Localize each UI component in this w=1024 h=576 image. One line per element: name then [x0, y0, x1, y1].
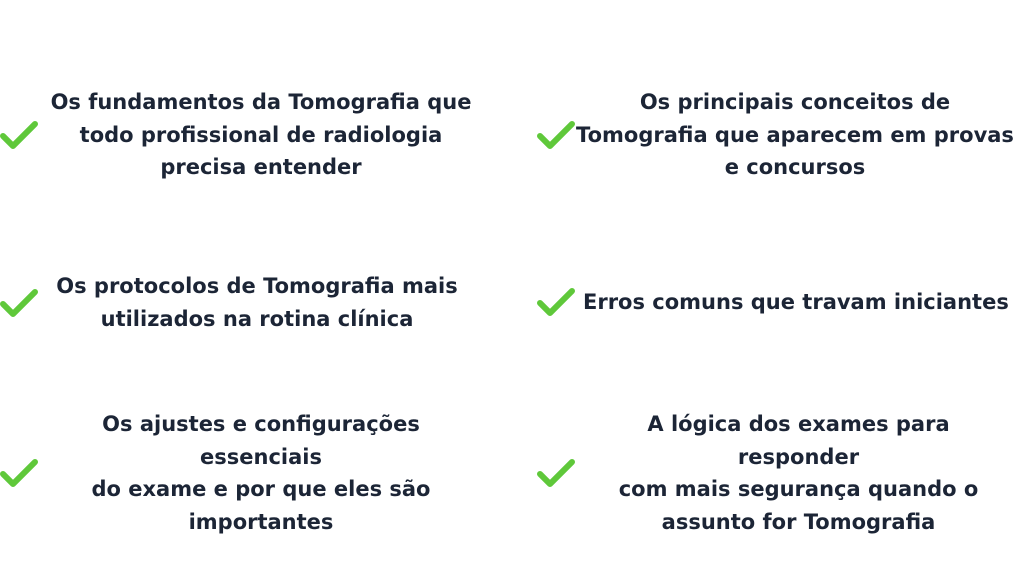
check-mark-icon — [537, 118, 575, 152]
benefit-item: Os principais conceitos de Tomografia qu… — [537, 86, 1015, 184]
benefit-text: Os protocolos de Tomografia mais utiliza… — [56, 274, 458, 331]
benefit-text: Erros comuns que travam iniciantes — [583, 289, 1009, 314]
benefit-item: Os ajustes e configurações essenciais do… — [0, 408, 480, 538]
benefit-text: Os principais conceitos de Tomografia qu… — [576, 90, 1014, 179]
check-mark-icon — [537, 456, 575, 490]
check-mark-icon — [0, 118, 38, 152]
benefit-item: Os protocolos de Tomografia mais utiliza… — [0, 270, 470, 335]
benefit-text: Os fundamentos da Tomografia que todo pr… — [50, 90, 472, 179]
check-mark-icon — [0, 286, 38, 320]
benefit-text: A lógica dos exames para responder com m… — [618, 412, 979, 534]
check-mark-icon — [0, 456, 38, 490]
check-mark-icon — [537, 285, 575, 319]
benefit-item: Erros comuns que travam iniciantes — [537, 285, 1012, 319]
benefit-text: Os ajustes e configurações essenciais do… — [91, 412, 431, 534]
benefit-item: Os fundamentos da Tomografia que todo pr… — [0, 86, 480, 184]
benefit-item: A lógica dos exames para responder com m… — [537, 408, 1012, 538]
